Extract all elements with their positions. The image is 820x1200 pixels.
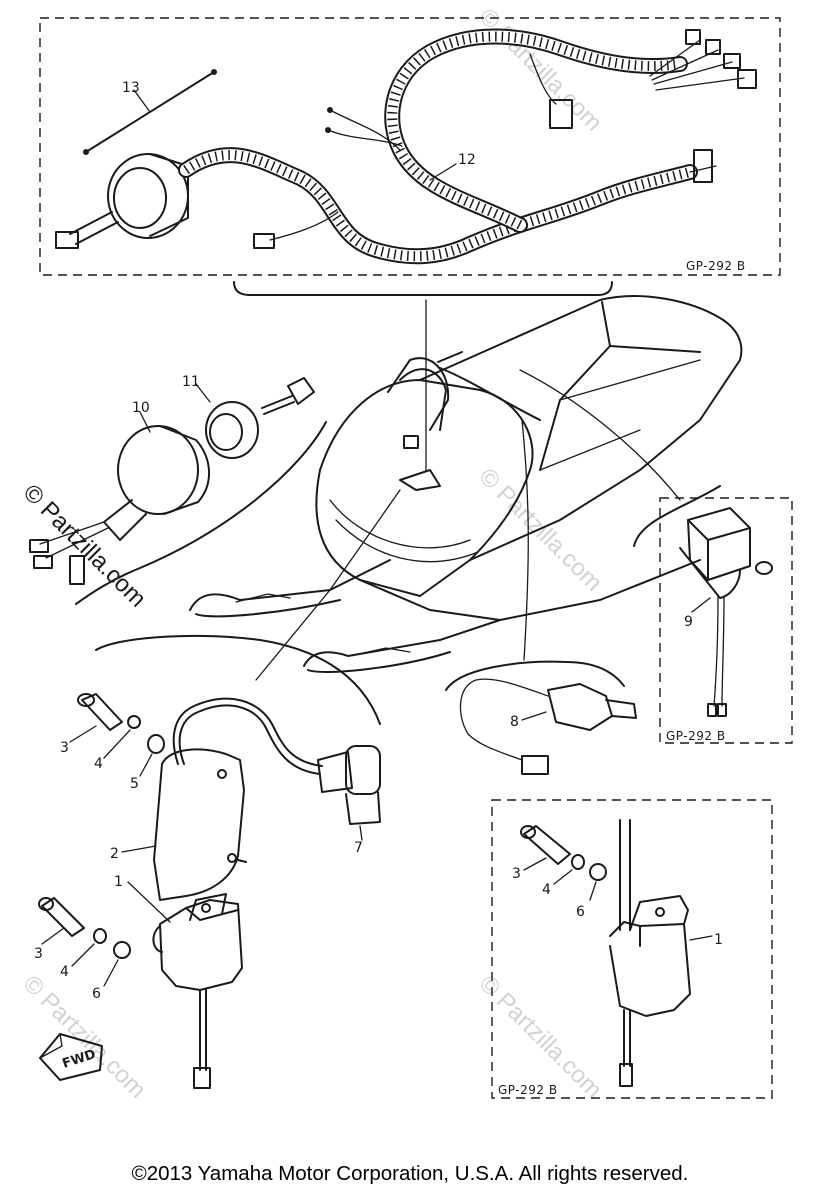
harness-round-connector <box>55 153 189 249</box>
mounting-plate-2 <box>153 748 247 901</box>
label-3-upper: 3 <box>60 740 69 756</box>
ignition-coil-group: 3 4 5 2 7 <box>34 634 381 1089</box>
washer-4-cdi <box>571 854 585 870</box>
label-11: 11 <box>182 374 200 390</box>
leader-11 <box>195 383 211 403</box>
bolt-3-upper <box>77 693 123 731</box>
washer-6-lower <box>113 941 131 959</box>
plug-cap-7 <box>317 745 381 825</box>
leader-2 <box>121 845 157 853</box>
relay-bracket <box>633 485 721 547</box>
relay-9 <box>679 507 773 717</box>
label-9: 9 <box>684 614 693 630</box>
leader-6-cdi <box>589 881 597 901</box>
label-7: 7 <box>354 840 363 856</box>
label-6-cdi: 6 <box>576 904 585 920</box>
relay-box-frame <box>659 497 793 744</box>
copyright-notice: ©2013 Yamaha Motor Corporation, U.S.A. A… <box>131 1162 689 1185</box>
label-4-lower: 4 <box>60 964 69 980</box>
leader-4-lower <box>71 943 95 967</box>
assembly-leaders <box>255 299 681 681</box>
snowmobile-body <box>189 295 743 673</box>
leader-5 <box>139 753 153 777</box>
leader-3-upper <box>69 725 97 743</box>
leader-7 <box>359 825 363 841</box>
bolt-3-lower <box>38 897 85 937</box>
label-10: 10 <box>132 400 150 416</box>
label-12: 12 <box>458 152 476 168</box>
label-6-lower: 6 <box>92 986 101 1002</box>
leader-4-upper <box>103 729 131 759</box>
label-3-lower: 3 <box>34 946 43 962</box>
ignition-key <box>261 377 315 415</box>
ignition-lead <box>172 697 323 775</box>
leader-1-left <box>127 881 171 923</box>
cdi-box: GP-292 B 3 4 6 1 <box>491 799 773 1099</box>
washer-4-lower <box>93 928 107 944</box>
watermark-bottom-left: © Partzilla.com <box>18 970 151 1103</box>
leader-8 <box>521 711 547 721</box>
harness-box-code: GP-292 B <box>686 259 746 273</box>
leader-1-cdi <box>689 935 713 941</box>
watermark-left: © Partzilla.com <box>18 479 151 612</box>
leader-4-cdi <box>553 869 573 885</box>
main-switch-assembly: 10 11 <box>29 374 327 605</box>
sensor-8 <box>459 678 637 775</box>
label-8: 8 <box>510 714 519 730</box>
washer-4-upper <box>127 715 141 729</box>
sensor-bracket <box>445 660 625 691</box>
main-switch-bracket <box>75 421 327 605</box>
cdi-box-frame <box>491 799 773 1099</box>
watermark-top: © Partzilla.com <box>474 3 607 136</box>
label-13: 13 <box>122 80 140 96</box>
cdi-box-code: GP-292 B <box>498 1083 558 1097</box>
main-switch-10 <box>29 425 211 585</box>
label-4-cdi: 4 <box>542 882 551 898</box>
leader-3-cdi <box>523 857 547 871</box>
fwd-label: FWD <box>61 1047 98 1072</box>
label-2: 2 <box>110 846 119 862</box>
ignition-coil-1-cdi <box>609 819 691 1087</box>
harness-box: GP-292 B 13 <box>39 17 781 296</box>
harness-bracket <box>233 281 613 296</box>
ignition-coil-1 <box>152 893 243 1089</box>
leader-10 <box>139 411 151 433</box>
ignition-bracket <box>95 634 381 725</box>
label-1-cdi: 1 <box>714 932 723 948</box>
washer-5 <box>147 734 165 754</box>
leader-13 <box>133 89 151 113</box>
sensor-assembly: 8 <box>445 660 637 775</box>
watermark-middle: © Partzilla.com <box>474 463 607 596</box>
label-1-left: 1 <box>114 874 123 890</box>
label-4-upper: 4 <box>94 756 103 772</box>
leader-3-lower <box>41 927 65 945</box>
leader-6-lower <box>103 959 119 987</box>
label-5: 5 <box>130 776 139 792</box>
bolt-3-cdi <box>520 825 571 865</box>
switch-cover-11 <box>205 401 259 459</box>
leader-12 <box>429 163 457 181</box>
relay-box-code: GP-292 B <box>666 729 726 743</box>
wire-harness-12 <box>178 28 757 265</box>
leader-9 <box>691 597 711 613</box>
label-3-cdi: 3 <box>512 866 521 882</box>
harness-box-frame <box>39 17 781 276</box>
washer-6-cdi <box>589 863 607 881</box>
relay-box: GP-292 B 9 <box>633 485 793 744</box>
